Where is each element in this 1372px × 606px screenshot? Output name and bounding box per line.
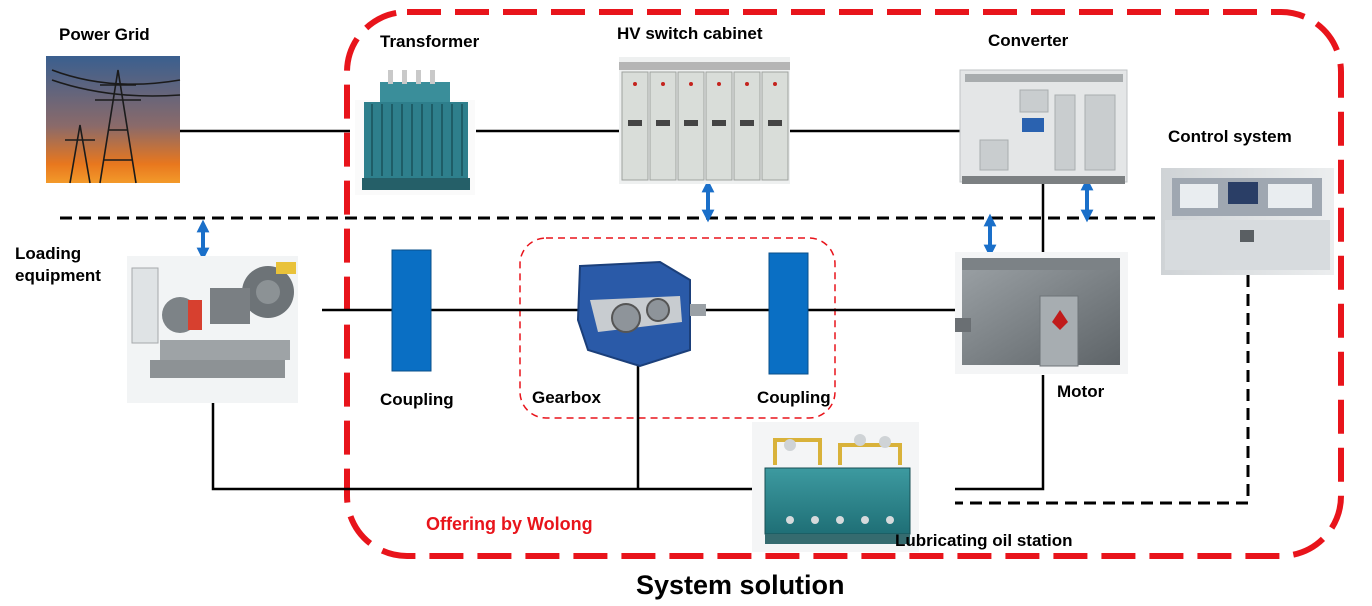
label-power-grid: Power Grid xyxy=(59,25,150,44)
label-coupling-right: Coupling xyxy=(757,388,831,407)
coupling-left-shape xyxy=(391,249,432,372)
coupling-right-shape xyxy=(768,252,809,375)
label-gearbox: Gearbox xyxy=(532,388,601,407)
converter-cabinet-icon xyxy=(959,69,1128,184)
power-pylon-icon xyxy=(46,56,181,184)
label-loading-equipment: Loading equipment xyxy=(15,244,101,285)
label-lubricating-oil-station: Lubricating oil station xyxy=(895,531,1073,550)
motor-icon xyxy=(955,252,1128,374)
oil-station-icon xyxy=(752,422,919,552)
signal-arrows xyxy=(196,177,1094,261)
control-console-icon xyxy=(1161,168,1334,275)
label-hv-switch-cabinet: HV switch cabinet xyxy=(617,24,763,43)
gearbox-boundary xyxy=(519,237,836,419)
label-coupling-left: Coupling xyxy=(380,390,454,409)
gearbox-icon xyxy=(576,260,706,368)
switch-cabinet-icon xyxy=(619,57,790,184)
power-lines xyxy=(180,129,1045,252)
offering-boundary xyxy=(344,9,1344,559)
label-converter: Converter xyxy=(988,31,1069,50)
offering-label: Offering by Wolong xyxy=(426,514,593,534)
label-transformer: Transformer xyxy=(380,32,480,51)
oil-lines xyxy=(211,365,1045,491)
transformer-icon xyxy=(355,70,475,195)
loading-machine-icon xyxy=(127,256,298,403)
control-lines xyxy=(60,216,1250,505)
label-motor: Motor xyxy=(1057,382,1105,401)
diagram-caption: System solution xyxy=(636,570,845,600)
label-control-system: Control system xyxy=(1168,127,1292,146)
